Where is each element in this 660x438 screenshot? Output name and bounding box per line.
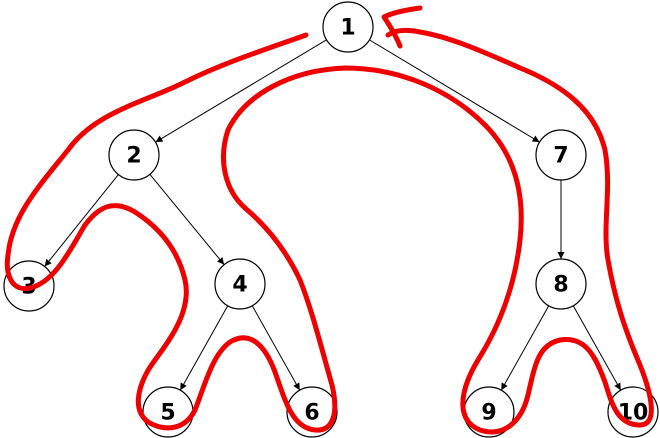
- node-label: 2: [126, 144, 141, 169]
- edge-4-to-6: [251, 305, 301, 391]
- node-circle: [535, 129, 587, 181]
- node-label: 4: [232, 273, 247, 298]
- edge-2-to-4: [149, 173, 225, 266]
- node-label: 5: [160, 401, 175, 426]
- node-circle: [108, 129, 160, 181]
- edge-1-to-2: [155, 39, 327, 143]
- node-circle: [322, 1, 374, 53]
- edges-layer: [44, 39, 622, 391]
- tree-node-8: 8: [535, 258, 587, 310]
- node-label: 8: [553, 273, 568, 298]
- node-circle: [214, 258, 266, 310]
- tree-node-2: 2: [108, 129, 160, 181]
- tree-node-9: 9: [463, 386, 515, 438]
- edge-2-to-3: [44, 174, 119, 267]
- euler-tour-path: [4, 27, 654, 435]
- node-circle: [535, 258, 587, 310]
- edge-8-to-9: [500, 305, 550, 391]
- red-traversal-outline: [4, 5, 654, 435]
- tree-node-1: 1: [322, 1, 374, 53]
- node-label: 6: [304, 401, 319, 426]
- tree-node-7: 7: [535, 129, 587, 181]
- tree-node-4: 4: [214, 258, 266, 310]
- edge-4-to-5: [179, 305, 229, 391]
- edge-8-to-10: [572, 305, 622, 391]
- node-label: 7: [553, 144, 568, 169]
- traversal-arrow-icon: [381, 5, 423, 49]
- node-label: 9: [481, 401, 496, 426]
- node-label: 1: [340, 16, 355, 41]
- edge-1-to-7: [369, 39, 540, 143]
